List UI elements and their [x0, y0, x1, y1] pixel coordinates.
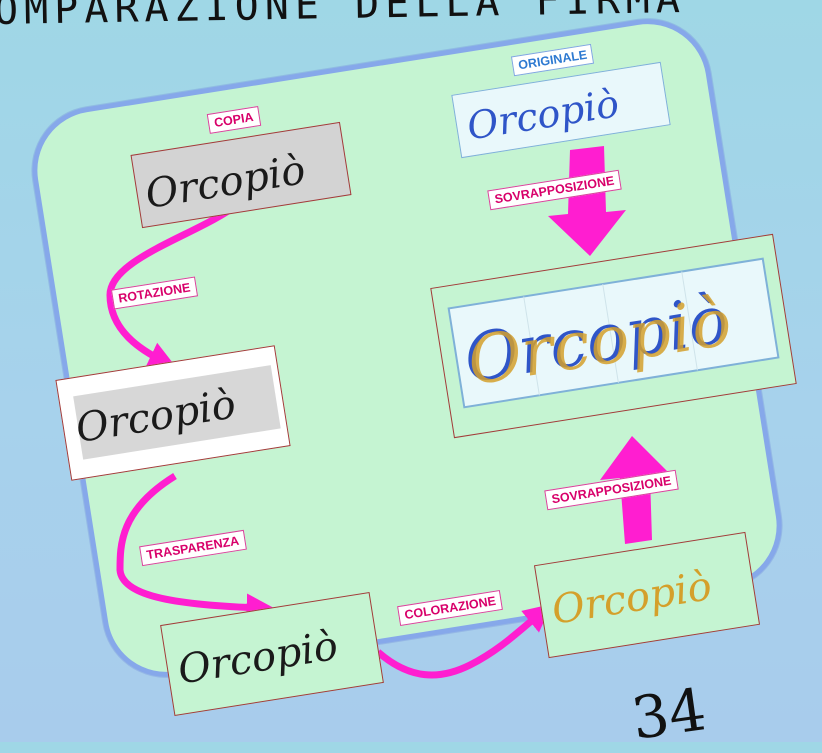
arrow-colorazione: [375, 604, 552, 679]
signature-box-sovrapposizione: Orcopiò Orcopiò: [430, 233, 797, 439]
arrow-sovrapposizione-down: [548, 146, 626, 256]
signature-colorata: Orcopiò: [549, 563, 715, 634]
page-number: 34: [627, 675, 711, 753]
signature-box-colorazione: Orcopiò: [533, 531, 761, 659]
signature-box-rotazione: Orcopiò: [55, 345, 291, 481]
signature-box-trasparenza: Orcopiò: [160, 591, 384, 717]
signature-box-copia: Orcopiò: [130, 121, 352, 229]
arrow-trasparenza: [116, 473, 275, 622]
signature-trasparente: Orcopiò: [175, 623, 341, 694]
arrow-rotazione: [106, 201, 241, 368]
